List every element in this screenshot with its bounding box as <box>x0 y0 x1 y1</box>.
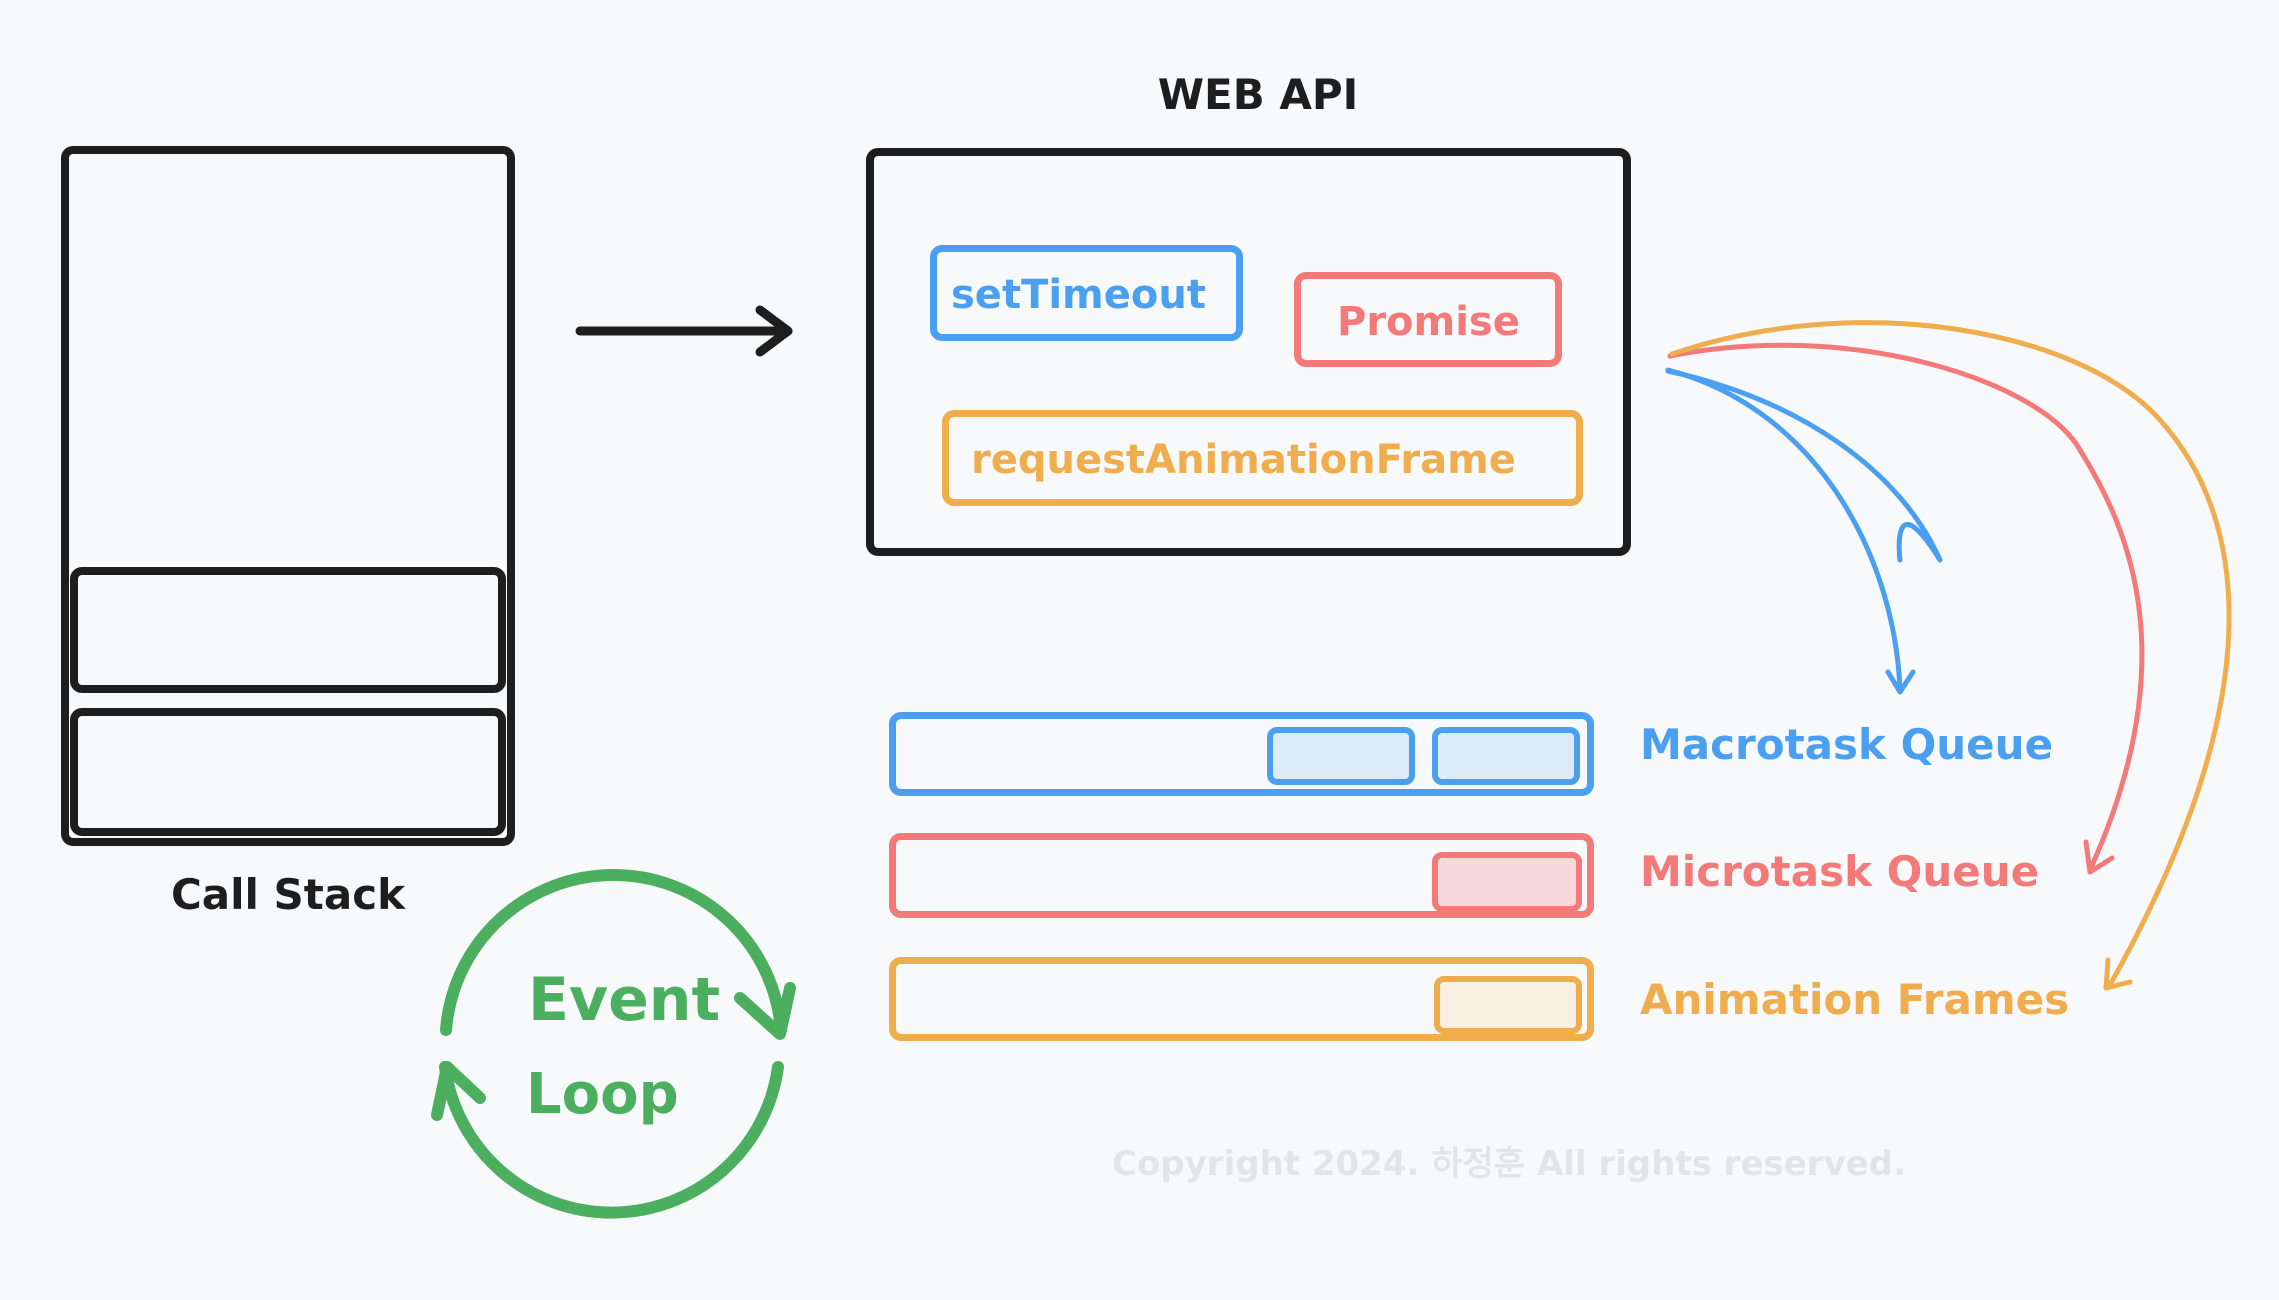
web-api-title: WEB API <box>1157 70 1359 119</box>
macrotask-queue <box>889 712 1594 796</box>
microtask-queue-label: Microtask Queue <box>1640 847 2040 896</box>
event-loop-label-line1: Event <box>528 965 721 1035</box>
web-api-container <box>866 148 1631 556</box>
event-loop-cycle-icon <box>431 869 796 1219</box>
api-item-label: Promise <box>1337 299 1520 345</box>
api-item-label: requestAnimationFrame <box>971 437 1516 483</box>
call-stack-container <box>61 146 515 846</box>
arrow-right-icon <box>575 305 793 357</box>
event-loop-label-line2: Loop <box>526 1062 679 1127</box>
microtask-queue <box>889 833 1594 918</box>
call-stack-frame <box>70 567 506 693</box>
queued-task <box>1434 976 1582 1034</box>
copyright-notice: Copyright 2024. 하정훈 All rights reserved. <box>1112 1144 1907 1184</box>
api-item-label: setTimeout <box>951 272 1206 318</box>
api-item-promise: Promise <box>1294 272 1562 367</box>
microtask-arrow <box>1667 342 2145 875</box>
call-stack-label: Call Stack <box>170 870 406 919</box>
api-item-requestanimationframe: requestAnimationFrame <box>942 410 1583 506</box>
macrotask-arrow <box>1665 367 1943 695</box>
animation-frames-queue <box>889 957 1594 1041</box>
queued-task <box>1432 727 1580 785</box>
call-stack-frame <box>70 708 506 836</box>
queued-task <box>1267 727 1415 785</box>
api-item-settimeout: setTimeout <box>930 245 1243 341</box>
queued-task <box>1432 852 1582 912</box>
animation-frames-label: Animation Frames <box>1640 975 2070 1024</box>
macrotask-queue-label: Macrotask Queue <box>1640 720 2054 769</box>
